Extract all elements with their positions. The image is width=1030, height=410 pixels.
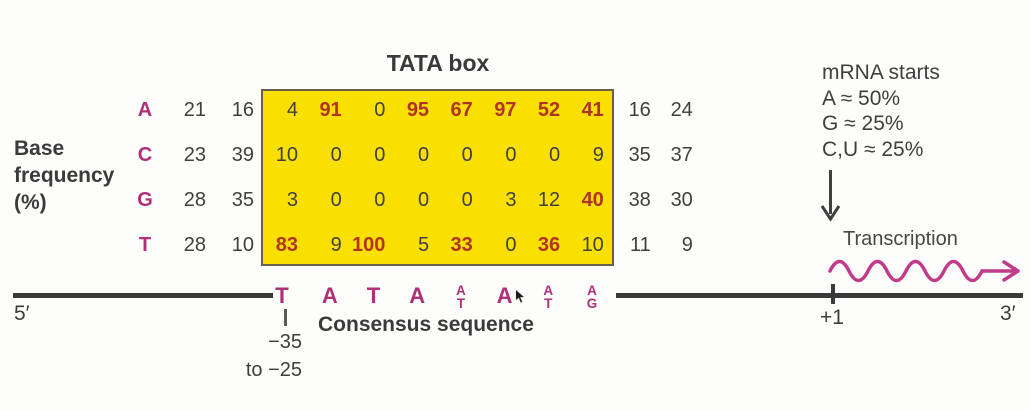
freq-value: 30 — [670, 189, 693, 211]
freq-value: 11 — [630, 234, 651, 256]
freq-value: 0 — [505, 234, 517, 256]
consensus-letter-stack: A G — [570, 279, 614, 313]
freq-value: 3 — [505, 189, 517, 211]
freq-value: 0 — [461, 189, 473, 211]
freq-value: 5 — [417, 234, 430, 256]
consensus-sequence: T A T A A T A A T A G — [256, 279, 614, 313]
plus-one-label: +1 — [820, 306, 844, 329]
mrna-starts-annotation: mRNA starts A ≈ 50% G ≈ 25% C,U ≈ 25% — [822, 60, 940, 162]
five-prime-label: 5′ — [14, 302, 30, 325]
freq-value: 0 — [505, 144, 517, 166]
freq-value: 0 — [374, 144, 386, 166]
mrna-start-freq-cu: C,U ≈ 25% — [822, 137, 924, 161]
freq-value: 0 — [417, 189, 430, 211]
freq-value: 28 — [183, 234, 206, 256]
mrna-start-freq-a: A ≈ 50% — [822, 86, 901, 110]
region-range-label-line1: −35 — [268, 331, 302, 353]
freq-value: 39 — [231, 144, 254, 166]
freq-value: 36 — [537, 234, 561, 256]
dna-line-upstream — [13, 293, 273, 298]
base-label-a: A — [137, 99, 153, 121]
freq-value: 10 — [275, 144, 298, 166]
freq-value: 9 — [681, 234, 693, 256]
freq-value: 4 — [286, 99, 298, 121]
base-frequency-table: A 21 16 4 91 0 95 67 97 52 41 16 24 C 23… — [130, 88, 698, 268]
freq-value: 100 — [352, 234, 386, 256]
freq-value: 0 — [417, 144, 430, 166]
base-label-g: G — [137, 189, 153, 211]
freq-value: 37 — [670, 144, 693, 166]
base-label-c: C — [137, 144, 153, 166]
consensus-letter: T — [456, 296, 466, 311]
freq-value: 35 — [628, 144, 651, 166]
freq-value: 0 — [330, 189, 342, 211]
consensus-letter-stack: A T — [526, 279, 570, 313]
consensus-letter: A — [321, 283, 338, 308]
consensus-letter: A — [543, 283, 554, 298]
freq-value: 28 — [183, 189, 206, 211]
consensus-letter: T — [275, 283, 289, 308]
freq-value: 9 — [330, 234, 342, 256]
down-arrow-icon — [820, 170, 841, 222]
consensus-letter: A — [496, 283, 513, 308]
freq-value: 10 — [231, 234, 254, 256]
base-frequency-label: Base frequency (%) — [14, 135, 114, 216]
freq-value: 91 — [319, 99, 342, 121]
consensus-letter: T — [366, 283, 381, 308]
tata-box-title: TATA box — [386, 50, 490, 76]
freq-value: 35 — [231, 189, 254, 211]
freq-value: 12 — [537, 189, 561, 211]
freq-value: 67 — [450, 99, 473, 121]
freq-value: 3 — [286, 189, 298, 211]
dna-line-downstream — [616, 293, 1023, 298]
freq-value: 0 — [330, 144, 342, 166]
freq-value: 21 — [183, 99, 206, 121]
mrna-starts-title: mRNA starts — [822, 61, 940, 84]
freq-value: 33 — [450, 234, 473, 256]
freq-value: 23 — [183, 144, 206, 166]
freq-value: 83 — [275, 234, 298, 256]
freq-value: 16 — [628, 99, 651, 121]
three-prime-label: 3′ — [1000, 302, 1016, 325]
freq-value: 16 — [231, 99, 254, 121]
consensus-letter: A — [587, 283, 597, 298]
base-label-t: T — [138, 234, 152, 256]
mrna-start-freq-g: G ≈ 25% — [822, 112, 904, 135]
minus35-tick — [284, 309, 287, 326]
plus-one-tick — [831, 284, 835, 304]
tata-box-highlight — [261, 89, 614, 266]
base-frequency-label-line2: frequency — [14, 164, 115, 187]
freq-value: 0 — [374, 99, 386, 121]
freq-value: 41 — [581, 99, 604, 121]
transcription-wave-arrow-icon — [828, 259, 1020, 283]
freq-value: 0 — [374, 189, 386, 211]
freq-value: 9 — [592, 144, 604, 166]
freq-value: 0 — [549, 144, 561, 166]
freq-value: 40 — [581, 189, 604, 211]
freq-value: 97 — [494, 99, 517, 121]
transcription-label: Transcription — [843, 228, 958, 250]
freq-value: 95 — [406, 99, 430, 121]
freq-value: 10 — [581, 234, 604, 256]
freq-value: 0 — [461, 144, 473, 166]
freq-value: 38 — [628, 189, 651, 211]
consensus-letter: A — [456, 283, 466, 298]
region-range-label-line2: to −25 — [245, 359, 302, 381]
consensus-sequence-label: Consensus sequence — [318, 313, 534, 336]
base-frequency-label-line1: Base — [14, 137, 65, 160]
freq-value: 24 — [670, 99, 693, 121]
consensus-letter-stack: A T — [439, 279, 483, 313]
base-frequency-label-line3: (%) — [14, 191, 47, 214]
consensus-letter: G — [586, 296, 598, 311]
mouse-cursor — [515, 288, 527, 304]
consensus-letter: T — [544, 296, 553, 311]
consensus-letter: A — [409, 283, 426, 308]
freq-value: 52 — [537, 99, 561, 121]
